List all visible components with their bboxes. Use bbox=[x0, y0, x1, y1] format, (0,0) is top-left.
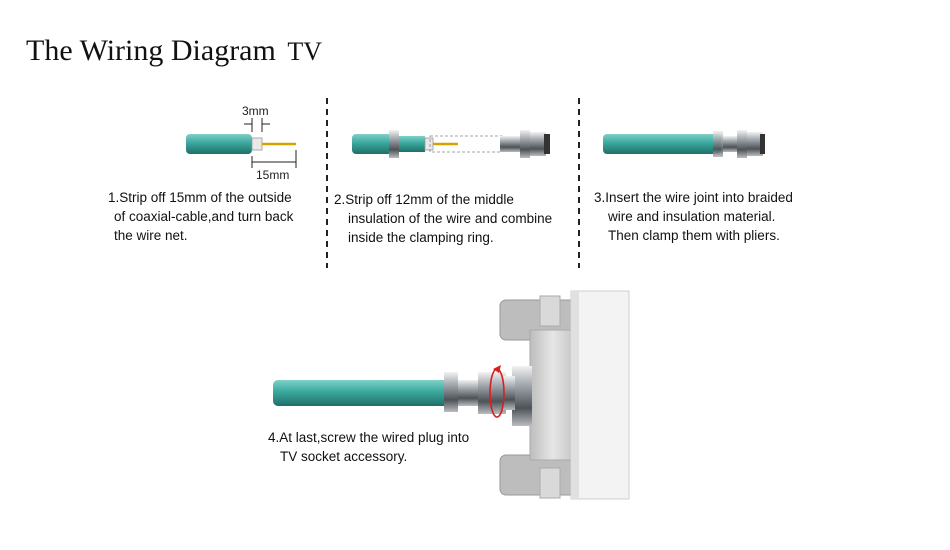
step-2-line: inside the clamping ring. bbox=[348, 230, 494, 245]
step-1-text: 1.Strip off 15mm of the outside of coaxi… bbox=[108, 188, 293, 245]
step-4-text: 4.At last,screw the wired plug into TV s… bbox=[268, 428, 469, 466]
step-1-line: of coaxial-cable,and turn back bbox=[114, 209, 294, 224]
step-2-text: 2.Strip off 12mm of the middle insulatio… bbox=[334, 190, 552, 247]
step-2-line: insulation of the wire and combine bbox=[348, 211, 553, 226]
step-3-line: wire and insulation material. bbox=[608, 209, 776, 224]
step-2-line: 2.Strip off 12mm of the middle bbox=[334, 192, 514, 207]
dimension-15mm: 15mm bbox=[256, 168, 290, 182]
step-4-line: TV socket accessory. bbox=[280, 449, 408, 464]
step1-cable-illustration bbox=[186, 118, 297, 168]
step-3-text: 3.Insert the wire joint into braided wir… bbox=[594, 188, 793, 245]
dimension-3mm: 3mm bbox=[242, 104, 269, 118]
step2-cable-illustration bbox=[352, 130, 550, 158]
step-1-line: the wire net. bbox=[114, 228, 188, 243]
step3-cable-illustration bbox=[603, 130, 765, 158]
title-main: The Wiring Diagram bbox=[26, 34, 276, 67]
step-3-line: Then clamp them with pliers. bbox=[608, 228, 780, 243]
step-1-line: 1.Strip off 15mm of the outside bbox=[108, 190, 292, 205]
step-3-line: 3.Insert the wire joint into braided bbox=[594, 190, 793, 205]
page-title: The Wiring Diagram TV bbox=[26, 34, 322, 68]
step-4-line: 4.At last,screw the wired plug into bbox=[268, 430, 470, 445]
step4-socket-illustration bbox=[273, 290, 630, 500]
title-suffix: TV bbox=[287, 37, 323, 66]
